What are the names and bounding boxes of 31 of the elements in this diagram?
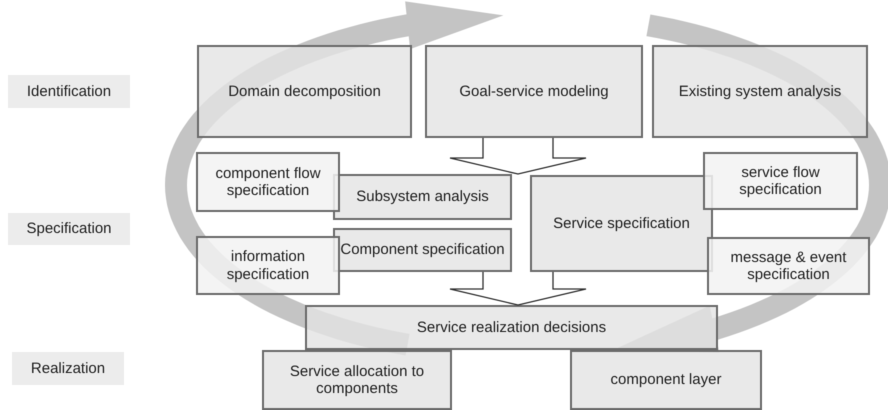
node-text: Service specification xyxy=(553,214,690,232)
process-box xyxy=(530,175,713,272)
node-text: message & event specification xyxy=(730,248,848,284)
note-box xyxy=(196,236,340,295)
node-text: Specification xyxy=(26,220,112,238)
process-box xyxy=(262,350,452,410)
hollow-arrow xyxy=(449,137,587,175)
node-text: Component specification xyxy=(340,241,505,259)
node-text: service flow specification xyxy=(738,164,823,198)
process-box xyxy=(305,305,718,350)
node-text: Identification xyxy=(26,82,112,100)
note-box xyxy=(707,237,870,295)
node-text: Goal-service modeling xyxy=(459,82,609,100)
process-box xyxy=(652,45,868,138)
node-text: Subsystem analysis xyxy=(356,188,489,206)
node-text: component layer xyxy=(610,371,722,389)
node-text: information specification xyxy=(226,248,310,283)
hollow-arrow xyxy=(449,271,587,306)
node-text: Service realization decisions xyxy=(416,318,606,336)
process-box xyxy=(570,350,762,410)
note-box xyxy=(703,152,858,210)
node-text: component flow specification xyxy=(214,164,322,200)
process-box xyxy=(333,174,512,220)
process-box xyxy=(333,228,512,272)
process-box xyxy=(425,45,643,138)
node-text: Service allocation to components xyxy=(288,362,426,398)
node-text: Domain decomposition xyxy=(228,82,381,100)
node-text: Realization xyxy=(30,360,106,378)
process-box xyxy=(197,45,412,138)
note-box xyxy=(196,152,340,212)
node-text: Existing system analysis xyxy=(678,82,842,100)
